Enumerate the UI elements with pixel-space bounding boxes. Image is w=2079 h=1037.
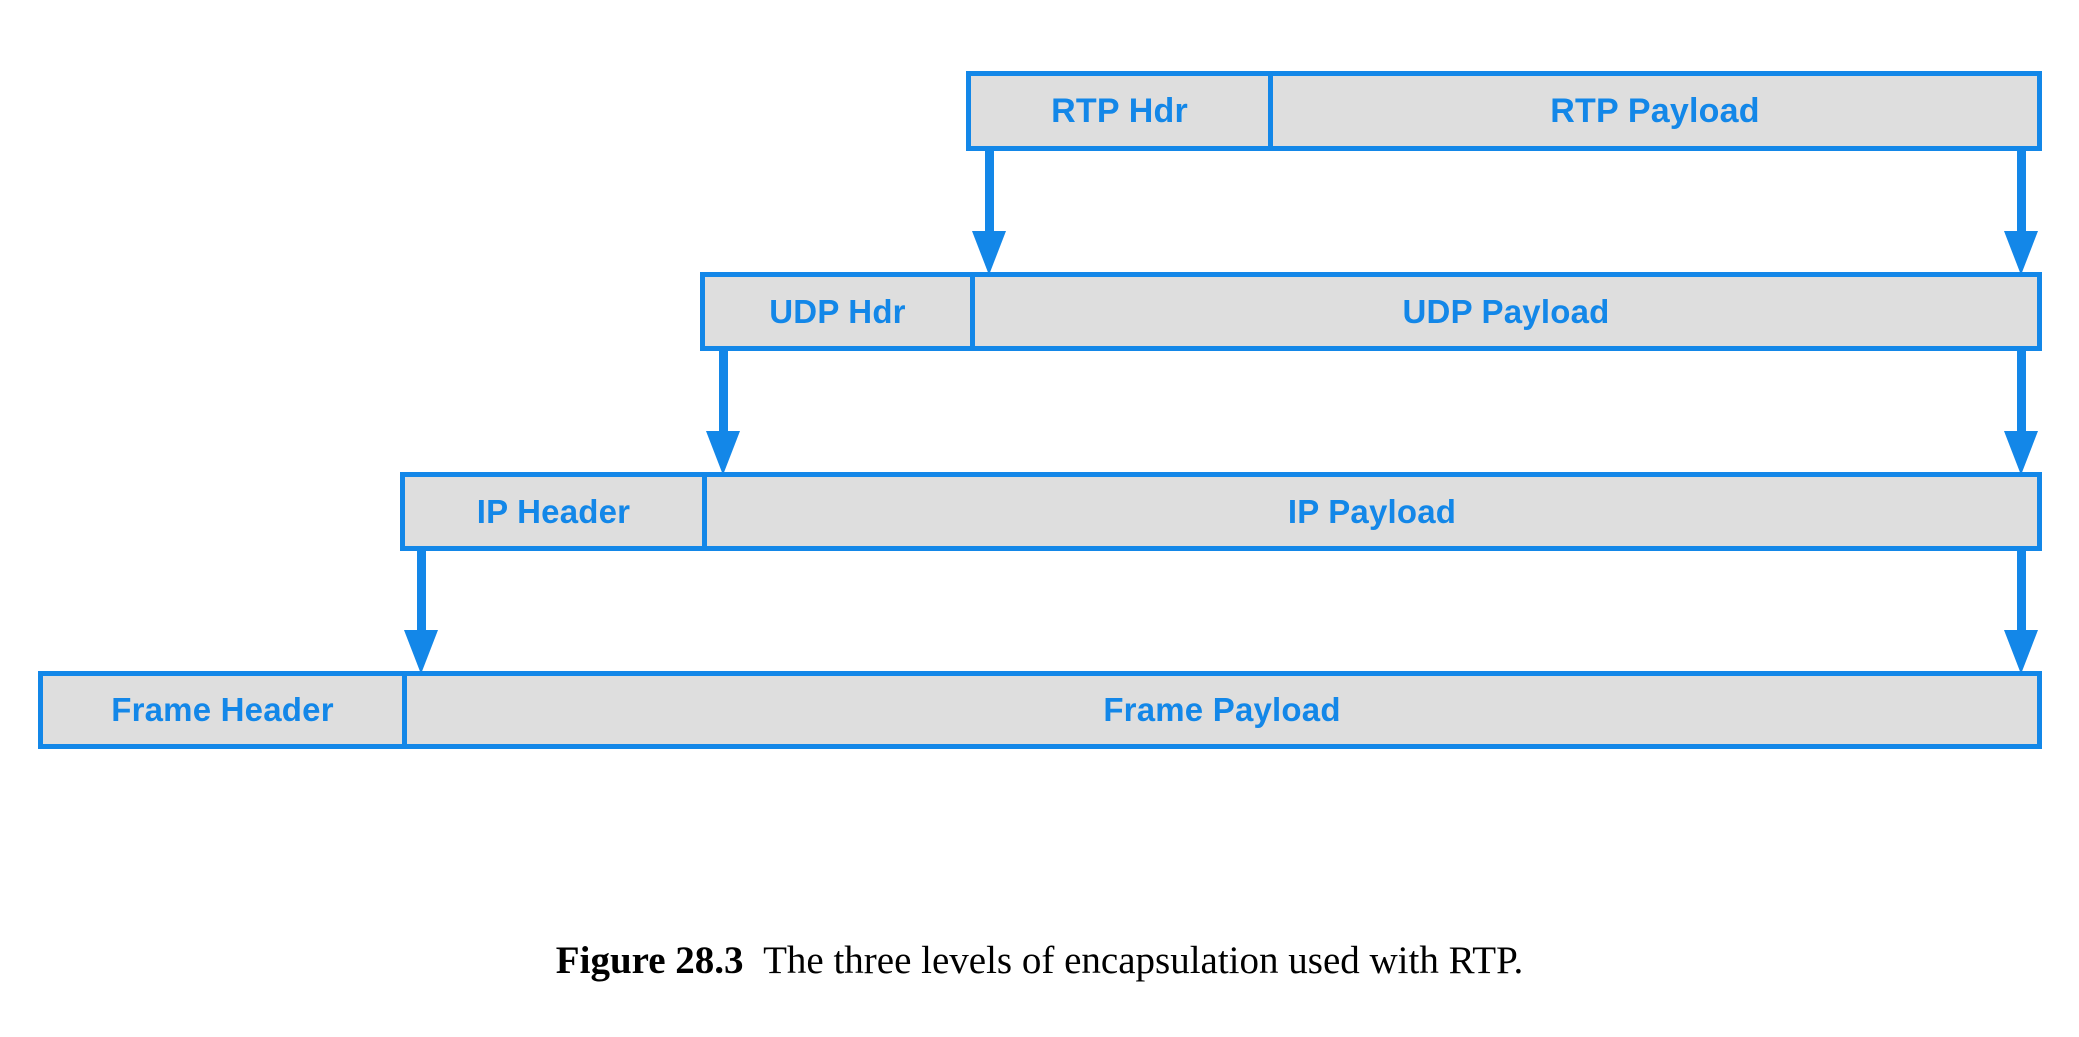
arrow-head [2004,630,2038,674]
row-rtp: RTP Hdr RTP Payload [966,71,2042,151]
figure-caption-label: Figure 28.3 [555,939,744,982]
arrow-down-icon-udp-payload-end [2004,348,2038,475]
cell-ip-header: IP Header [400,472,707,551]
row-frame: Frame Header Frame Payload [38,671,2042,749]
cell-udp-header: UDP Hdr [700,272,975,351]
cell-rtp-header: RTP Hdr [966,71,1273,151]
arrow-down-icon-udp-header [706,348,740,475]
row-udp: UDP Hdr UDP Payload [700,272,2042,351]
arrow-shaft [2016,348,2026,434]
arrow-shaft [718,348,728,434]
cell-frame-payload: Frame Payload [402,671,2042,749]
arrow-down-icon-rtp-payload-end [2004,148,2038,275]
figure-caption-text: The three levels of encapsulation used w… [763,939,1524,982]
arrow-head [2004,431,2038,475]
arrow-down-icon-rtp-header [972,148,1006,275]
arrow-shaft [2016,548,2026,633]
arrow-head [2004,231,2038,275]
cell-rtp-payload: RTP Payload [1268,71,2042,151]
cell-ip-payload: IP Payload [702,472,2042,551]
arrow-head [404,630,438,674]
row-ip: IP Header IP Payload [400,472,2042,551]
arrow-shaft [416,548,426,633]
cell-frame-header: Frame Header [38,671,407,749]
arrow-head [972,231,1006,275]
arrow-head [706,431,740,475]
arrow-down-icon-ip-header [404,548,438,674]
arrow-shaft [2016,148,2026,234]
arrow-shaft [984,148,994,234]
figure-caption: Figure 28.3 The three levels of encapsul… [0,938,2079,983]
cell-udp-payload: UDP Payload [970,272,2042,351]
arrow-down-icon-ip-payload-end [2004,548,2038,674]
